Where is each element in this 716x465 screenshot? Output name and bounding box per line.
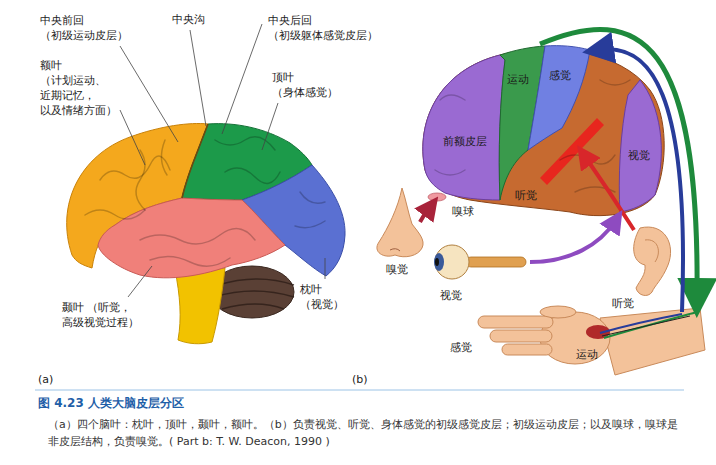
sense-label: 嗅觉 xyxy=(386,262,408,277)
bulb-label: 嗅球 xyxy=(452,204,474,219)
hand-drawing xyxy=(478,306,705,375)
cortex-label: 视觉 xyxy=(628,148,650,163)
panel-letter: (a) xyxy=(38,372,53,387)
brain-b xyxy=(423,46,664,216)
cortex-label: 前额皮层 xyxy=(443,134,487,149)
nose-drawing xyxy=(377,188,423,257)
sense-label: 听觉 xyxy=(612,296,634,311)
lobe-label: 枕叶 （视觉） xyxy=(300,282,352,312)
figure-caption: （a）四个脑叶：枕叶，顶叶，颞叶，额叶。（b）负责视觉、听觉、身体感觉的初级感觉… xyxy=(48,416,680,450)
leader-lines xyxy=(120,24,325,297)
eye-drawing xyxy=(434,245,526,279)
sense-label: 感觉 xyxy=(450,340,472,355)
sense-label: 运动 xyxy=(576,347,598,362)
cortex-label: 感觉 xyxy=(549,68,571,83)
region-label: 中央前回 （初级运动皮层） xyxy=(40,13,136,43)
lobe-label: 额叶 （计划运动、近期记忆，以及情绪方面） xyxy=(40,58,122,118)
ear-drawing xyxy=(634,227,671,295)
sense-label: 视觉 xyxy=(440,288,462,303)
figure-title: 图 4.23 人类大脑皮层分区 xyxy=(38,396,184,411)
panel-letter: (b) xyxy=(352,372,368,387)
lobe-label: 颞叶 （听觉，高级视觉过程） xyxy=(62,300,146,330)
cortex-label: 听觉 xyxy=(515,188,537,203)
region-label: 中央沟 xyxy=(172,12,205,27)
region-label: 中央后回 （初级躯体感觉皮层） xyxy=(268,13,384,43)
lobe-label: 顶叶 （身体感觉） xyxy=(272,70,344,100)
pathway-arrows xyxy=(420,29,697,312)
caption-rule xyxy=(35,390,684,391)
cortex-label: 运动 xyxy=(507,72,529,87)
